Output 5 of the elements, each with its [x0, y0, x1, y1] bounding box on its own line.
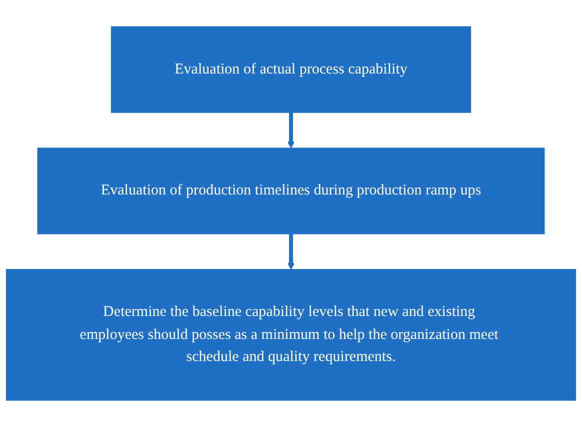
arrow — [288, 234, 294, 270]
node-box: Evaluation of actual process capability — [110, 26, 472, 113]
node-box: Determine the baseline capability levels that new and existing employees should posses as a minimum to help the organization meet schedule and quality requirements. — [6, 269, 576, 401]
node-box: Evaluation of production timelines during production ramp ups — [37, 148, 545, 234]
arrow — [288, 112, 294, 148]
